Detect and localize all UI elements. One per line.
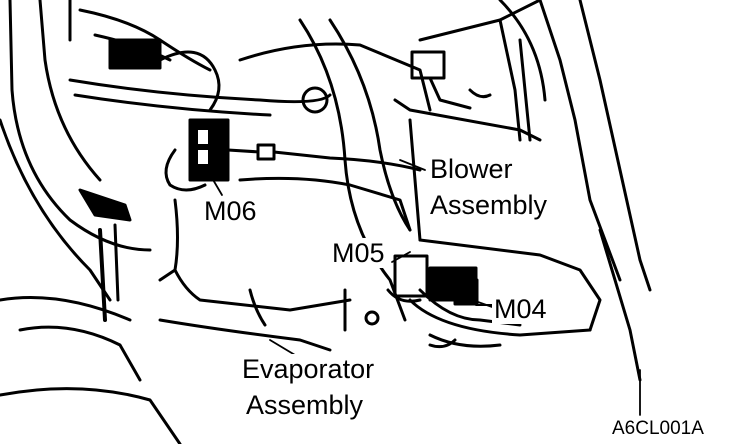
- label-m04: M04: [492, 294, 549, 324]
- blower-housing: [393, 0, 652, 382]
- label-blower-line1: Blower: [428, 154, 515, 184]
- label-evaporator-line2: Assembly: [244, 390, 366, 420]
- upper-wiring-harness: [68, 8, 332, 117]
- label-evaporator-line1: Evaporator: [240, 354, 377, 384]
- label-m06: M06: [204, 196, 257, 226]
- figure-reference-code: A6CL001A: [612, 418, 704, 439]
- label-m05: M05: [330, 238, 387, 268]
- m06-connector: [164, 118, 422, 192]
- label-blower-line2: Assembly: [428, 190, 550, 220]
- m05-m04-connectors: [386, 254, 522, 327]
- dashboard-left-structure: [0, 0, 182, 444]
- leader-lines: [211, 159, 641, 416]
- evaporator-housing: [158, 18, 432, 352]
